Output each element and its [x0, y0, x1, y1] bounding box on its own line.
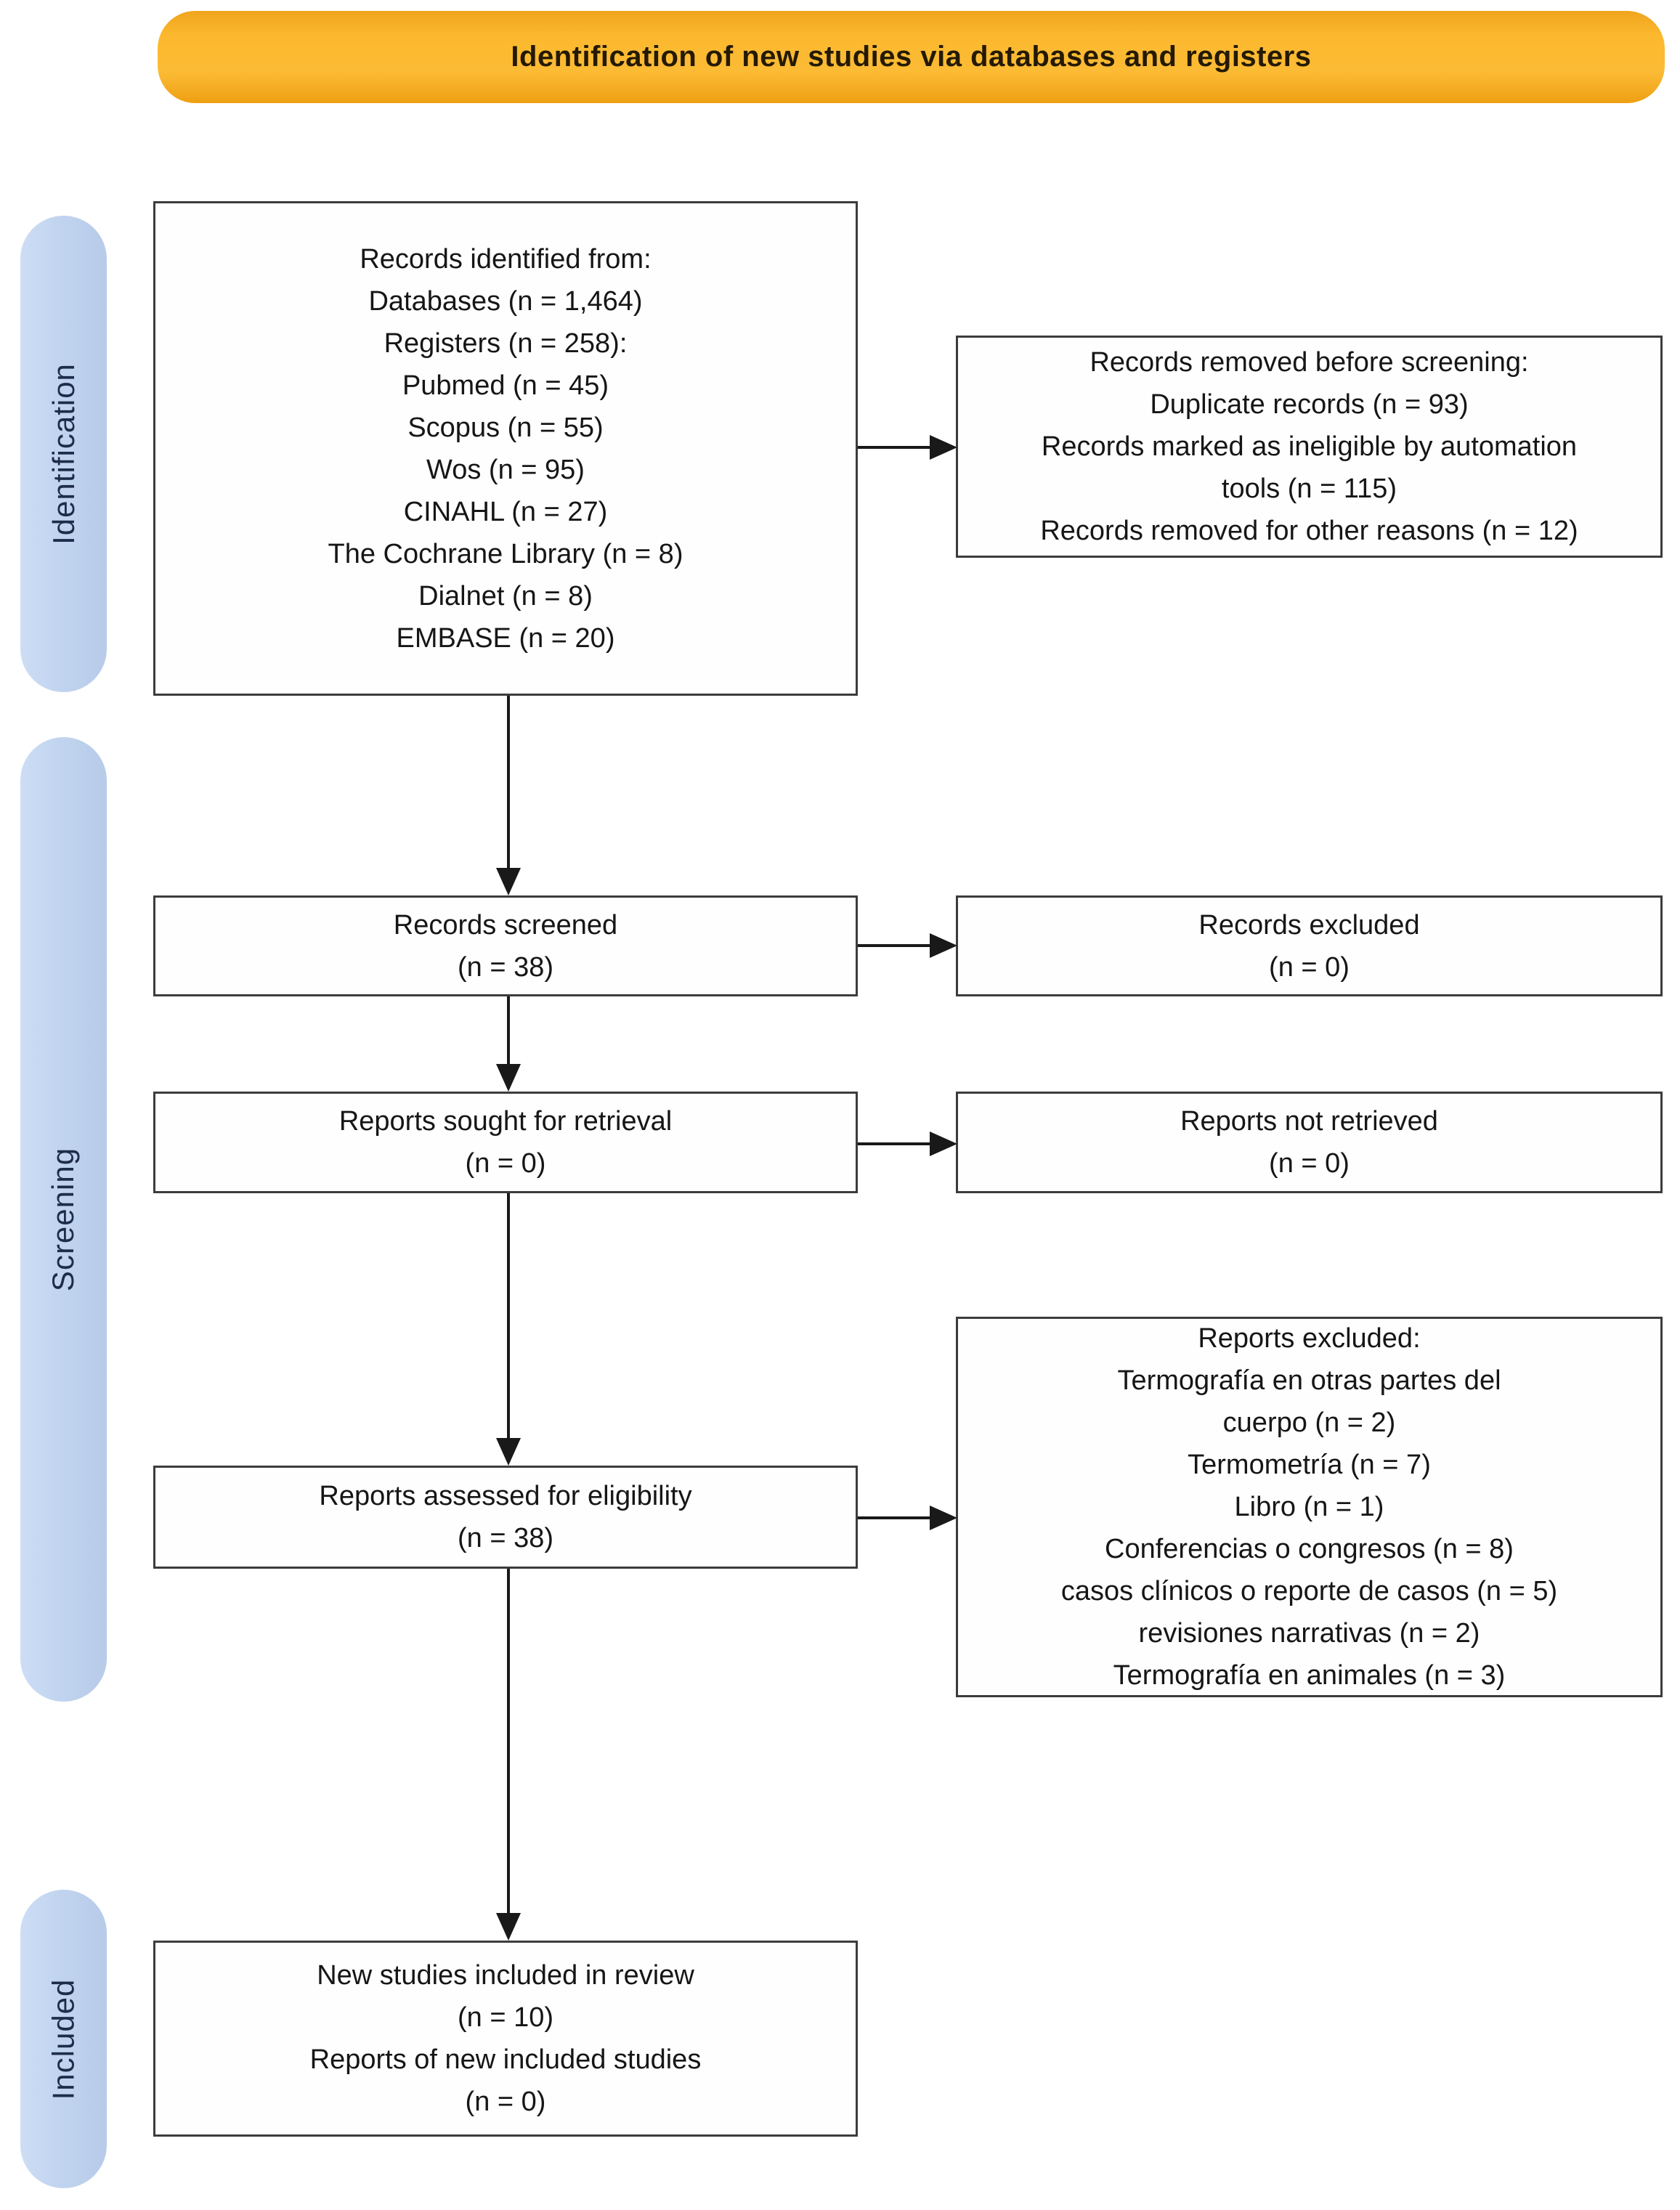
- arrow-down-icon: [496, 868, 521, 895]
- box-line: (n = 0): [465, 2087, 546, 2117]
- box-line: Databases (n = 1,464): [368, 285, 643, 317]
- box-line: Duplicate records (n = 93): [1150, 389, 1469, 420]
- arrow-right-icon: [930, 435, 957, 460]
- box-line: cuerpo (n = 2): [1222, 1407, 1396, 1438]
- box-line: Wos (n = 95): [426, 454, 585, 485]
- records-screened-box: Records screened (n = 38): [153, 895, 858, 996]
- box-line: CINAHL (n = 27): [403, 496, 608, 527]
- stage-included-label: Included: [46, 1978, 81, 2100]
- box-line: Dialnet (n = 8): [418, 580, 593, 612]
- arrow-down-icon: [496, 1438, 521, 1466]
- records-identified-box: Records identified from: Databases (n = …: [153, 201, 858, 696]
- box-line: Records marked as ineligible by automati…: [1041, 431, 1578, 462]
- box-line: Pubmed (n = 45): [402, 370, 609, 401]
- diagram-title-banner: Identification of new studies via databa…: [158, 11, 1665, 103]
- box-line: (n = 38): [457, 1523, 554, 1553]
- box-line: New studies included in review: [317, 1960, 694, 1991]
- reports-assessed-box: Reports assessed for eligibility (n = 38…: [153, 1466, 858, 1569]
- box-line: Reports assessed for eligibility: [319, 1481, 692, 1511]
- new-studies-included-box: New studies included in review (n = 10) …: [153, 1941, 858, 2137]
- arrow-right-icon: [930, 1506, 957, 1530]
- arrow-assessed-to-repexcluded-line: [858, 1516, 931, 1519]
- box-line: EMBASE (n = 20): [396, 622, 615, 654]
- arrow-right-icon: [930, 933, 957, 958]
- arrow-assessed-to-included-line: [507, 1569, 510, 1913]
- diagram-title: Identification of new studies via databa…: [511, 41, 1312, 73]
- arrow-screened-to-sought-line: [507, 996, 510, 1064]
- box-line: Records identified from:: [360, 243, 652, 275]
- arrow-right-icon: [930, 1132, 957, 1156]
- stage-screening: Screening: [20, 737, 107, 1702]
- box-line: Termometría (n = 7): [1188, 1450, 1431, 1480]
- reports-not-retrieved-box: Reports not retrieved (n = 0): [956, 1092, 1663, 1193]
- box-line: (n = 0): [1269, 951, 1350, 983]
- box-line: Termografía en animales (n = 3): [1113, 1660, 1506, 1691]
- box-line: Scopus (n = 55): [407, 412, 604, 443]
- records-removed-box: Records removed before screening: Duplic…: [956, 336, 1663, 558]
- box-line: Records screened: [393, 909, 618, 941]
- box-line: Reports sought for retrieval: [338, 1106, 673, 1137]
- box-line: Records removed before screening:: [1089, 347, 1529, 378]
- stage-included: Included: [20, 1890, 107, 2188]
- arrow-identified-to-screened-line: [507, 696, 510, 868]
- stage-identification-label: Identification: [46, 363, 81, 545]
- box-line: Reports of new included studies: [309, 2044, 702, 2075]
- reports-excluded-box: Reports excluded: Termografía en otras p…: [956, 1317, 1663, 1697]
- box-line: The Cochrane Library (n = 8): [328, 538, 683, 569]
- box-line: (n = 10): [457, 2002, 554, 2033]
- arrow-sought-to-assessed-line: [507, 1193, 510, 1438]
- arrow-down-icon: [496, 1064, 521, 1092]
- box-line: Reports not retrieved: [1180, 1106, 1438, 1137]
- box-line: Conferencias o congresos (n = 8): [1105, 1534, 1514, 1564]
- box-line: Reports excluded:: [1198, 1323, 1421, 1354]
- arrow-screened-to-excluded-line: [858, 944, 931, 947]
- arrow-sought-to-notretrieved-line: [858, 1142, 931, 1145]
- box-line: Termografía en otras partes del: [1117, 1365, 1501, 1396]
- arrow-down-icon: [496, 1913, 521, 1941]
- box-line: casos clínicos o reporte de casos (n = 5…: [1060, 1576, 1558, 1606]
- box-line: Registers (n = 258):: [384, 328, 628, 359]
- box-line: Records removed for other reasons (n = 1…: [1040, 516, 1578, 546]
- box-line: Libro (n = 1): [1234, 1492, 1384, 1522]
- reports-sought-box: Reports sought for retrieval (n = 0): [153, 1092, 858, 1193]
- box-line: tools (n = 115): [1221, 474, 1397, 504]
- box-line: (n = 38): [457, 951, 554, 983]
- stage-screening-label: Screening: [46, 1147, 81, 1292]
- stage-identification: Identification: [20, 216, 107, 692]
- box-line: Records excluded: [1198, 909, 1420, 941]
- box-line: (n = 0): [465, 1148, 546, 1179]
- box-line: (n = 0): [1269, 1148, 1350, 1179]
- records-excluded-box: Records excluded (n = 0): [956, 895, 1663, 996]
- arrow-identified-to-removed-line: [858, 446, 931, 449]
- box-line: revisiones narrativas (n = 2): [1138, 1618, 1480, 1649]
